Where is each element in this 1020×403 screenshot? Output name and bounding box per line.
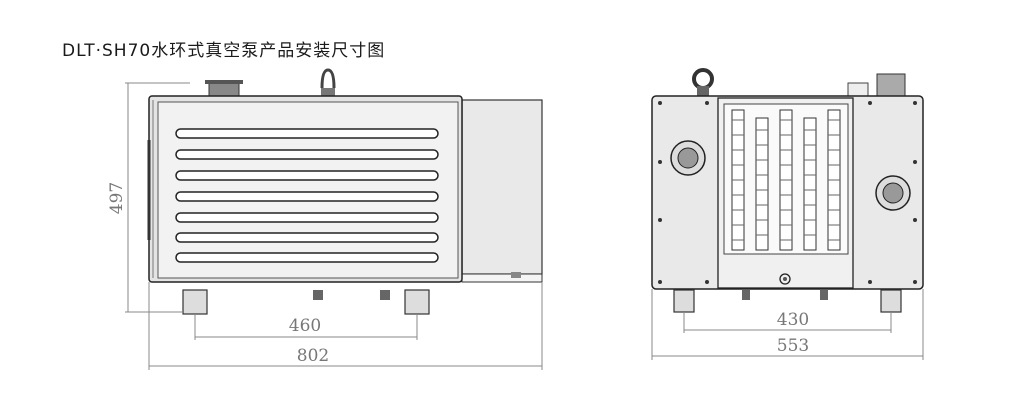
side-foot-spacing-label: 430 [777,310,809,330]
overall-width-label: 553 [777,336,809,356]
side-view: 430 553 [651,68,924,360]
front-foot-spacing-label: 460 [289,316,321,336]
overall-length-label: 802 [297,346,329,366]
drawing-title: DLT·SH70水环式真空泵产品安装尺寸图 [62,41,386,61]
cooling-slots [175,128,439,263]
front-view: 497 460 802 [107,68,543,370]
height-dimension-label: 497 [107,182,127,214]
